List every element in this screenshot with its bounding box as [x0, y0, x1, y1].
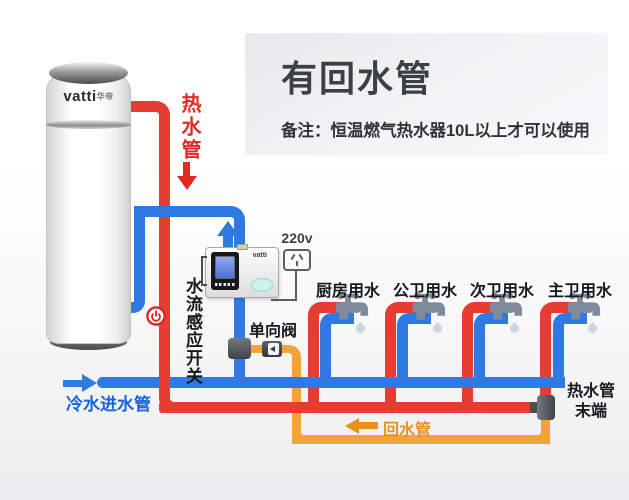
faucet-label-kitchen: 厨房用水 [315, 283, 380, 300]
end-valve [537, 395, 555, 420]
check-valve-arrow-icon [270, 346, 275, 352]
hot-branch-second-bath [462, 302, 506, 413]
plug-prong-left [290, 253, 296, 261]
controller-brand: vatti [252, 252, 267, 259]
hot-flow-arrow-shaft [183, 162, 190, 177]
tank-brand-cn: 华帝 [96, 92, 114, 101]
plug-prong-right [298, 253, 304, 261]
cold-inlet-arrow-icon [82, 374, 97, 392]
return-pipe-right-elbow [500, 412, 550, 444]
tank-brand: vatti华帝 [46, 88, 131, 105]
faucet-icon [335, 292, 369, 320]
power-plug-icon [283, 249, 311, 271]
controller-top-connector [237, 244, 248, 250]
cold-inlet-label: 冷水进水管 [66, 395, 151, 414]
faucet-label-guest-bath: 公卫用水 [392, 283, 457, 300]
faucet-label-master-bath: 主卫用水 [547, 283, 612, 300]
hot-branch-guest-bath [385, 302, 429, 413]
check-valve [262, 341, 282, 357]
controller-display [211, 252, 239, 290]
hot-flow-arrow-icon [177, 176, 197, 190]
power-voltage-label: 220v [281, 230, 313, 246]
tank-top-cap [49, 62, 128, 84]
flow-switch-label: 水流感应开关 [183, 277, 202, 385]
tank-chrome-band [46, 120, 131, 129]
cold-inlet-arrow-shaft [63, 380, 83, 387]
power-icon [146, 306, 166, 326]
power-wire-vertical [295, 270, 297, 301]
faucet-icon [567, 292, 601, 320]
cold-branch-kitchen [320, 313, 354, 388]
tank-body [46, 71, 131, 344]
controller-bracket [201, 256, 207, 286]
cold-branch-second-bath [474, 313, 508, 388]
cold-branch-guest-bath [397, 313, 431, 388]
return-flow-arrow-shaft [358, 422, 378, 429]
faucet-icon [412, 292, 446, 320]
plug-prong-center [296, 261, 298, 266]
cold-branch-master-bath [553, 313, 587, 388]
hot-branch-kitchen [308, 302, 352, 413]
hot-pipe-outlet-elbow [127, 101, 170, 261]
power-wire-horizontal [271, 299, 297, 301]
up-flow-arrow-shaft [223, 234, 233, 251]
faucet-label-second-bath: 次卫用水 [469, 283, 534, 300]
hot-pipe-down-curve [159, 230, 200, 413]
header-panel [245, 33, 608, 155]
tee-fitting [228, 338, 251, 359]
hot-pipe-label: 热水管 [178, 93, 200, 162]
hot-pipe-end-label: 热水管 末端 [556, 382, 626, 422]
page-note: 备注：恒温燃气热水器10L以上才可以使用 [281, 122, 590, 140]
page-title: 有回水管 [281, 58, 434, 99]
controller-screen [215, 256, 235, 279]
hot-water-main-pipe [159, 402, 552, 413]
hot-pipe-end-line2: 末端 [574, 403, 607, 420]
cold-pipe-tank-elbow [122, 206, 145, 313]
return-pipe-stub [246, 345, 268, 353]
hot-pipe-end-line1: 热水管 [566, 383, 615, 400]
hot-branch-master-bath [540, 302, 584, 413]
water-heater-tank: vatti华帝 [46, 62, 131, 350]
end-valve-stub [530, 402, 538, 413]
return-flow-arrow-icon [345, 418, 359, 434]
controller-unit: vatti [201, 244, 279, 298]
return-pipe-horizontal [300, 435, 550, 444]
return-pipe-label: 回水管 [383, 422, 432, 439]
check-valve-label: 单向阀 [249, 323, 298, 340]
tank-brand-en: vatti [63, 88, 97, 105]
check-valve-window [268, 343, 279, 355]
up-flow-arrow-icon [217, 221, 239, 236]
controller-buttons [215, 283, 236, 286]
controller-badge [251, 278, 273, 292]
faucet-icon [489, 292, 523, 320]
